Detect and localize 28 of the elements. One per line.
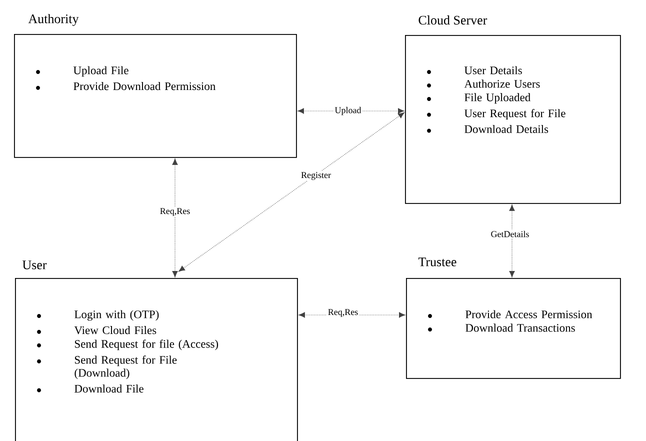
box-heading: Cloud Server: [418, 15, 488, 25]
bullet-item: View Cloud Files: [37, 326, 156, 334]
arrow: [172, 158, 178, 278]
box-heading: Trustee: [418, 258, 456, 266]
arrow: [298, 312, 406, 318]
edge-label: Upload: [334, 106, 362, 116]
bullet-item: Send Request for file (Access): [37, 340, 218, 350]
box-heading: Authority: [28, 14, 79, 26]
edge-label: Register: [300, 171, 332, 181]
arrow: [298, 108, 404, 114]
bullet-item: Download File: [37, 384, 144, 393]
bullet-item: Login with (OTP): [37, 310, 159, 321]
bullet-item: Download Transactions: [428, 324, 575, 332]
bullet-item: Authorize Users: [427, 80, 540, 88]
bullet-item: File Uploaded: [427, 93, 530, 104]
bullet-item: Upload File: [36, 66, 128, 77]
bullet-item: Provide Download Permission: [36, 82, 216, 90]
arrow: [509, 204, 515, 278]
bullet-item: User Details: [427, 66, 522, 74]
bullet-item: Provide Access Permission: [428, 310, 592, 318]
edge-label: Req,Res: [326, 308, 360, 318]
edge-label: Req,Res: [158, 207, 192, 217]
bullet-item: User Request for File: [427, 109, 566, 120]
arrow: [178, 112, 404, 272]
bullet-item: Send Request for File (Download): [37, 356, 177, 380]
box-heading: User: [22, 260, 47, 270]
bullet-item: Download Details: [427, 124, 548, 134]
edge-label: GetDetails: [490, 230, 530, 238]
